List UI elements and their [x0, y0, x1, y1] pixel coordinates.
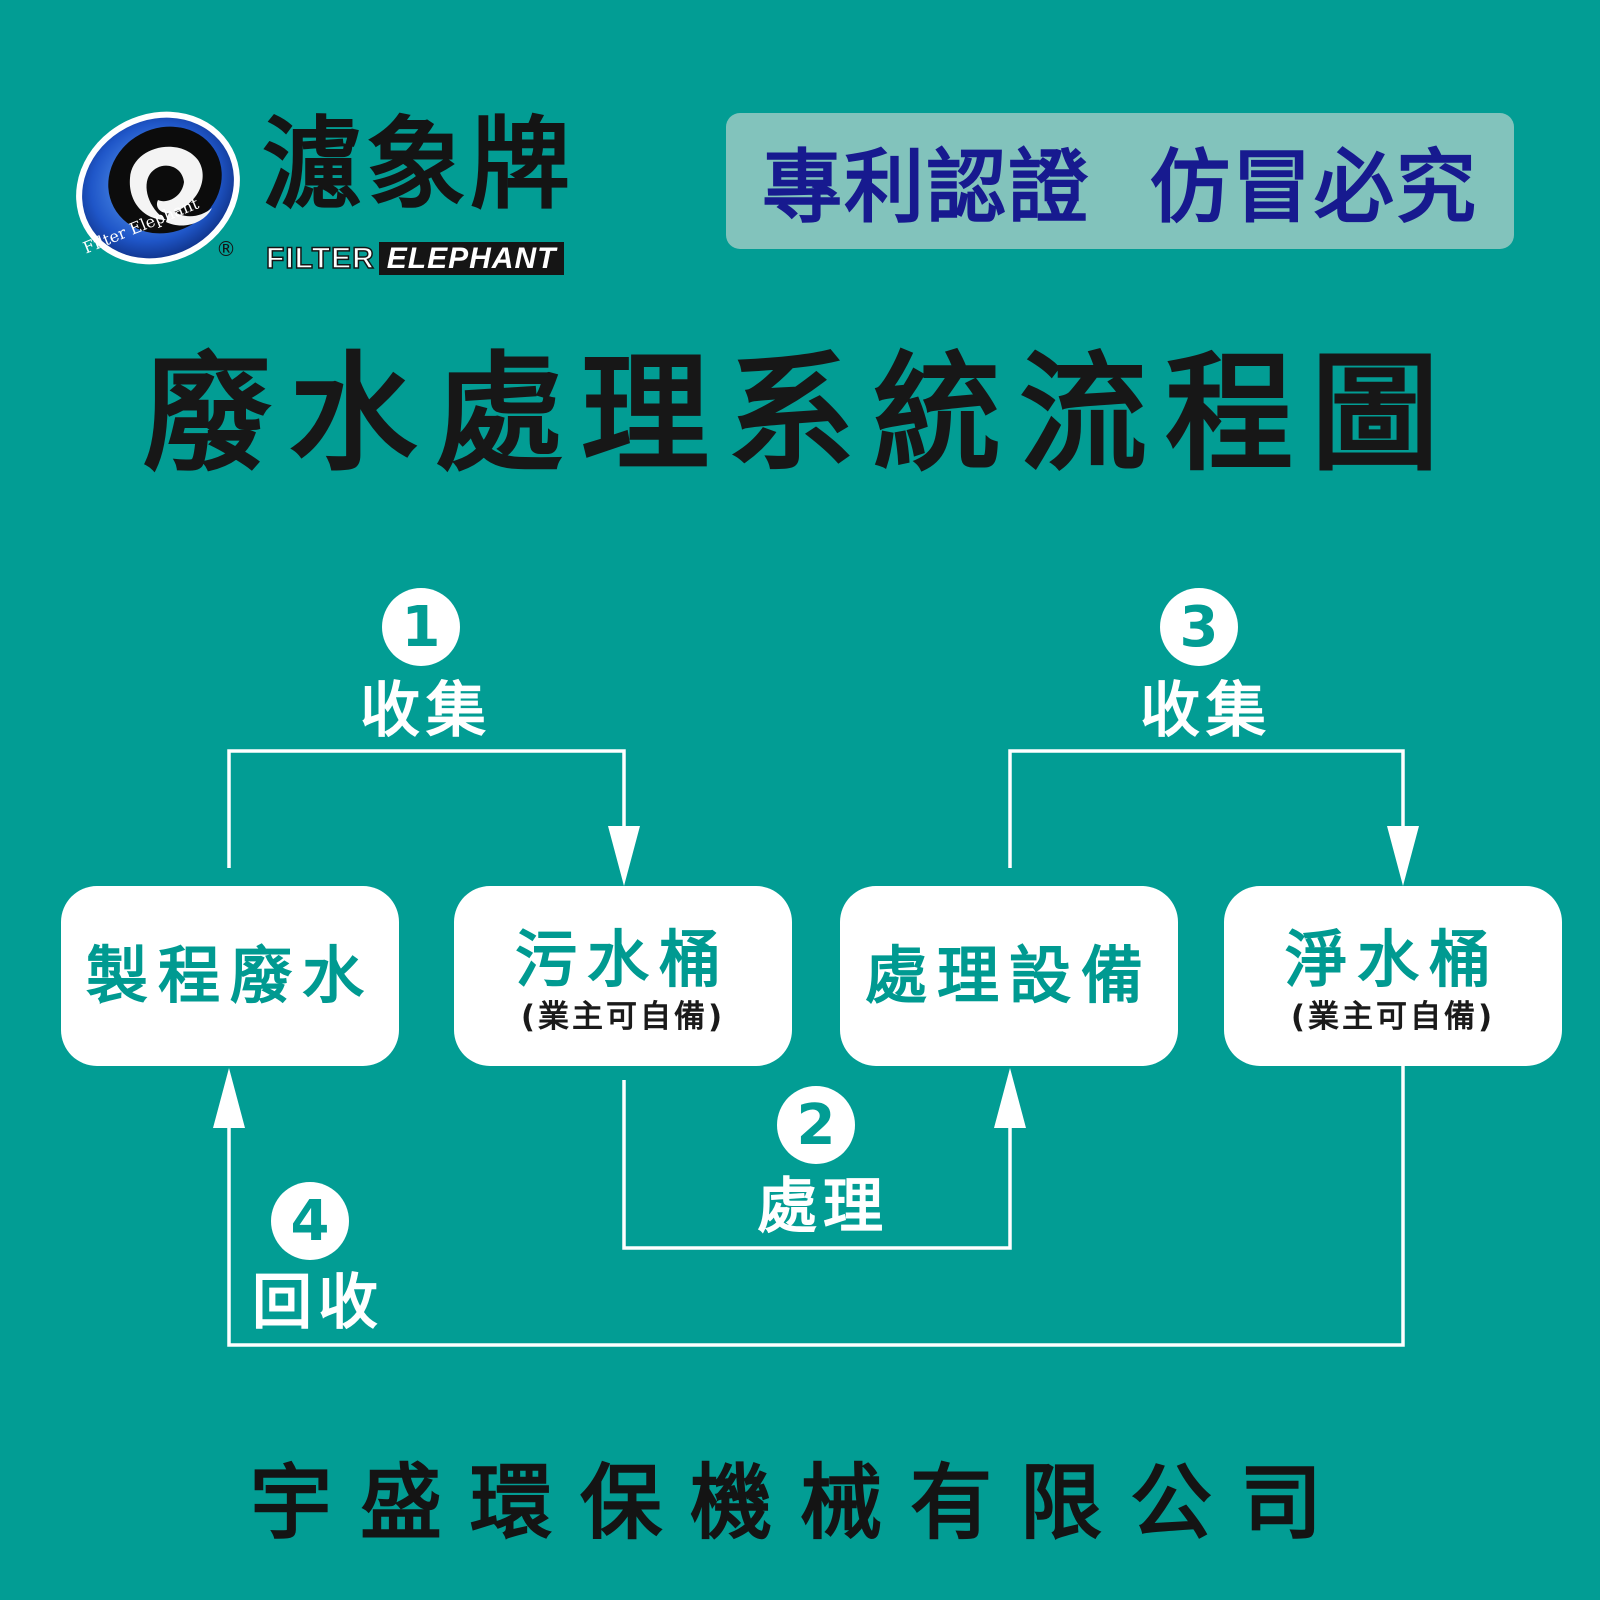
arrowhead-up-4: [213, 1068, 245, 1128]
node-treatment-equipment: 處理設備: [840, 886, 1178, 1066]
step-label-3: 收集: [1140, 676, 1272, 746]
arrowhead-up-2: [994, 1068, 1026, 1128]
connector-recycle-4: [227, 1066, 1405, 1347]
elephant-logo-icon: Filter Elephant ®: [76, 111, 240, 265]
step-number-2: 2: [777, 1086, 855, 1164]
step-number-1: 1: [382, 588, 460, 666]
node-sewage-tank: 污水桶 (業主可自備): [454, 886, 792, 1066]
connector-process-2: [622, 1080, 1012, 1250]
node-note: (業主可自備): [1290, 999, 1496, 1035]
step-label-2: 處理: [757, 1172, 889, 1242]
patent-notice-banner: 專利認證 仿冒必究: [726, 113, 1514, 249]
registered-mark: ®: [216, 237, 236, 261]
arrowhead-down-3: [1387, 826, 1419, 886]
connector-collect-3: [1008, 749, 1405, 868]
step-number-3: 3: [1160, 588, 1238, 666]
brand-name-en-elephant: ELEPHANT: [378, 242, 565, 275]
patent-notice-text: 專利認證 仿冒必究: [762, 141, 1478, 234]
step-label-1: 收集: [360, 676, 492, 746]
node-clean-water-tank: 淨水桶 (業主可自備): [1224, 886, 1562, 1066]
arrowhead-down-1: [608, 826, 640, 886]
step-number-4: 4: [271, 1182, 349, 1260]
brand-name-chinese: 濾象牌: [262, 105, 574, 223]
node-label: 處理設備: [864, 939, 1153, 1012]
node-label: 污水桶: [514, 923, 731, 996]
page-title: 廢水處理系統流程圖: [142, 339, 1457, 489]
node-label: 淨水桶: [1284, 923, 1501, 996]
node-process-wastewater: 製程廢水: [61, 886, 399, 1066]
node-label: 製程廢水: [85, 939, 374, 1012]
brand-name-en-filter: FILTER: [265, 241, 375, 276]
node-note: (業主可自備): [520, 999, 726, 1035]
step-label-4: 回收: [252, 1268, 384, 1338]
company-name: 宇盛環保機械有限公司: [249, 1456, 1350, 1551]
connector-collect-1: [227, 749, 626, 868]
